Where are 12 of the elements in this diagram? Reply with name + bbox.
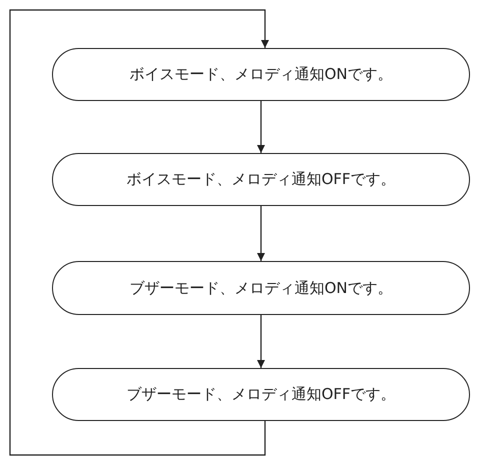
arrow [257, 315, 265, 368]
step-text: ブザーモード、メロディ通知OFFです。 [126, 385, 396, 404]
step-text: ボイスモード、メロディ通知OFFです。 [126, 170, 396, 189]
step-text: ブザーモード、メロディ通知ONです。 [129, 278, 393, 298]
step-text: ボイスモード、メロディ通知ONです。 [129, 65, 393, 84]
process-box [52, 48, 470, 101]
process-box [52, 261, 470, 315]
arrow [257, 206, 265, 261]
process-box [52, 368, 470, 421]
arrow [9, 9, 269, 456]
arrow [257, 101, 265, 153]
process-box [52, 153, 470, 206]
